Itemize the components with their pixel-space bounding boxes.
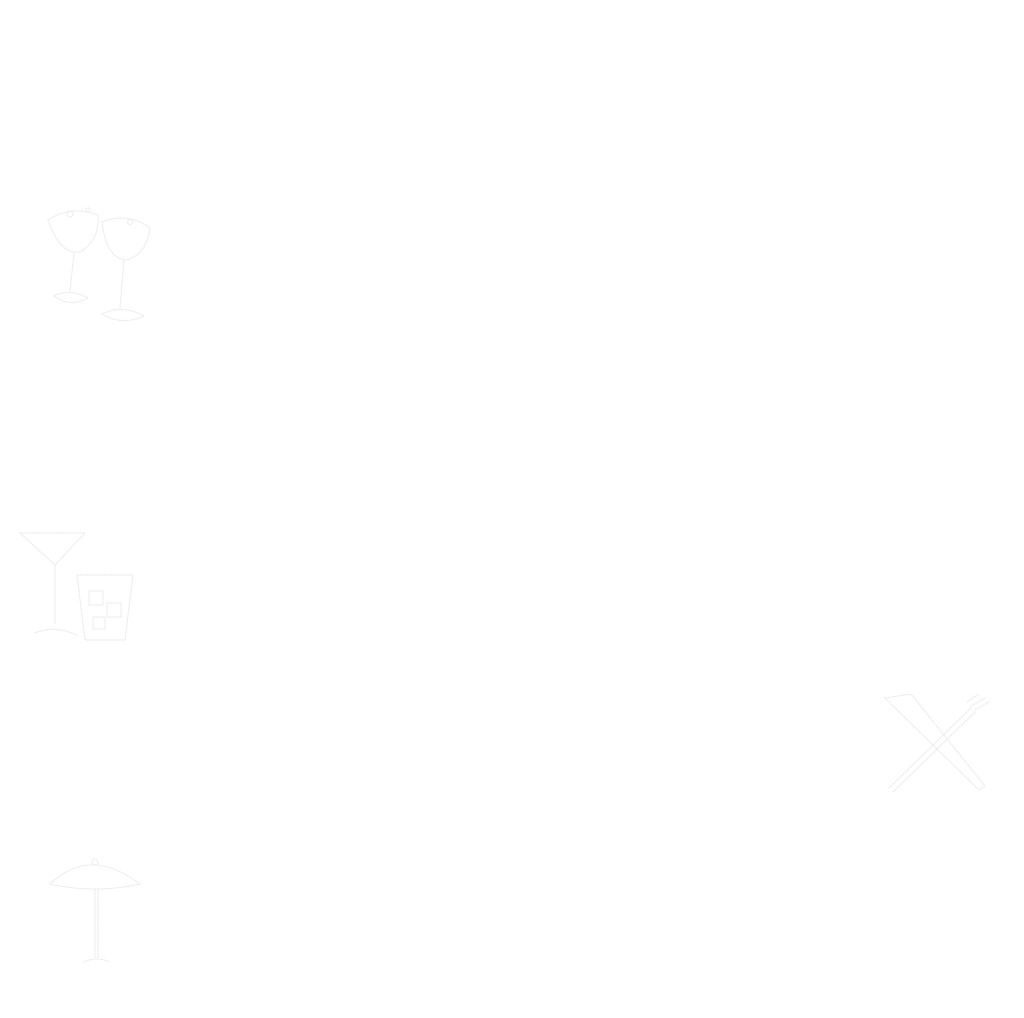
champagne-glasses-icon [40,200,155,330]
fork-knife-icon [875,690,995,795]
cloche-icon [40,850,150,970]
cocktail-icon [15,525,145,650]
